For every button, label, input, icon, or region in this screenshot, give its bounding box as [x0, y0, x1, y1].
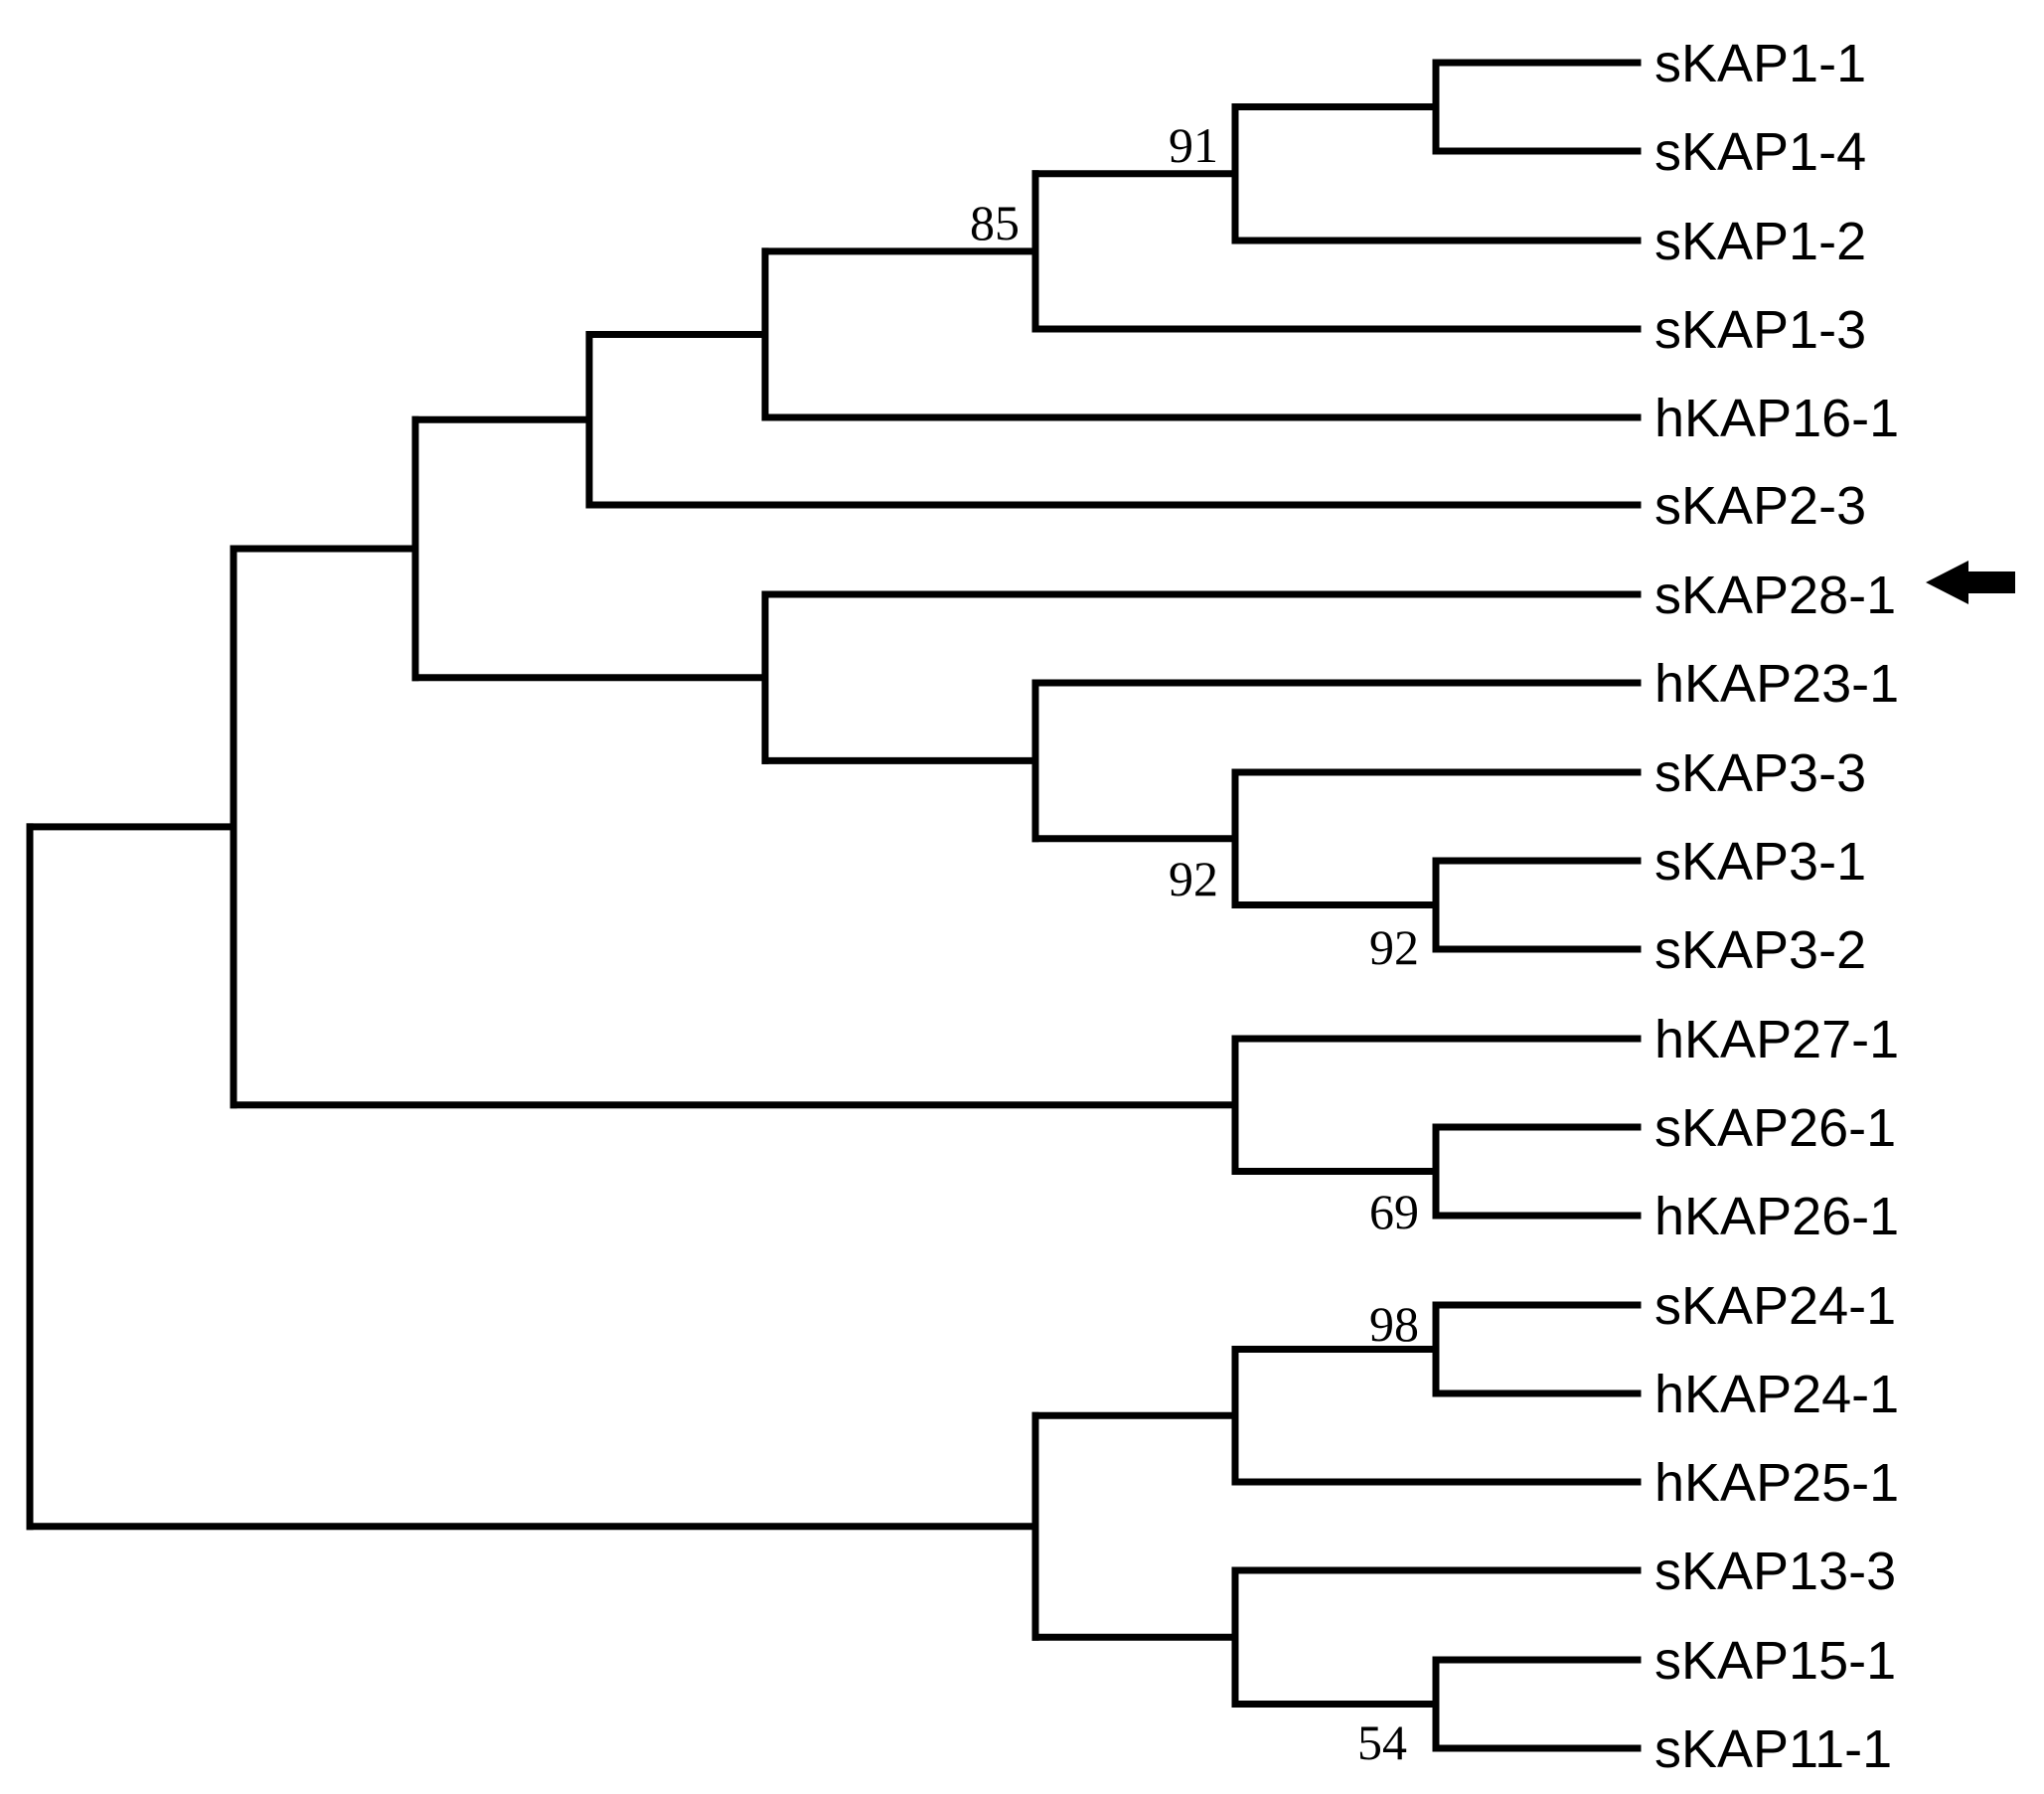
- bootstrap-value-54: 54: [1357, 1714, 1407, 1770]
- tip-label-hKAP26-1: hKAP26-1: [1654, 1187, 1899, 1246]
- tip-label-hKAP27-1: hKAP27-1: [1654, 1010, 1899, 1069]
- tip-label-sKAP28-1: sKAP28-1: [1654, 566, 1896, 625]
- left-arrow-icon: [1926, 561, 2015, 604]
- bootstrap-value-85: 85: [970, 195, 1020, 250]
- tip-label-sKAP1-4: sKAP1-4: [1654, 122, 1866, 182]
- tip-label-hKAP23-1: hKAP23-1: [1654, 654, 1899, 714]
- tip-label-sKAP15-1: sKAP15-1: [1654, 1631, 1896, 1691]
- tip-label-sKAP1-2: sKAP1-2: [1654, 212, 1866, 271]
- highlight-markers: [1926, 561, 2015, 604]
- bootstrap-value-92: 92: [1169, 851, 1218, 906]
- tip-label-sKAP3-2: sKAP3-2: [1654, 920, 1866, 980]
- tip-label-sKAP2-3: sKAP2-3: [1654, 476, 1866, 536]
- tip-label-sKAP13-3: sKAP13-3: [1654, 1542, 1896, 1601]
- tip-label-sKAP3-3: sKAP3-3: [1654, 743, 1866, 803]
- bootstrap-labels: 91 85 92 92 69 98 54: [970, 117, 1419, 1770]
- tip-labels: sKAP1-1 sKAP1-4 sKAP1-2 sKAP1-3 hKAP16-1 sKAP…: [1654, 34, 1899, 1779]
- tip-label-hKAP16-1: hKAP16-1: [1654, 389, 1899, 448]
- tip-label-sKAP11-1: sKAP11-1: [1654, 1719, 1892, 1779]
- tip-label-hKAP24-1: hKAP24-1: [1654, 1365, 1899, 1424]
- bootstrap-value-69: 69: [1369, 1184, 1419, 1239]
- bootstrap-value-98: 98: [1369, 1296, 1419, 1352]
- tip-label-sKAP26-1: sKAP26-1: [1654, 1098, 1896, 1158]
- tip-label-sKAP24-1: sKAP24-1: [1654, 1276, 1896, 1336]
- bootstrap-value-92: 92: [1369, 919, 1419, 975]
- tip-label-sKAP1-3: sKAP1-3: [1654, 300, 1866, 360]
- tip-label-sKAP3-1: sKAP3-1: [1654, 832, 1866, 892]
- bootstrap-value-91: 91: [1169, 117, 1218, 173]
- tip-label-sKAP1-1: sKAP1-1: [1654, 34, 1866, 93]
- tip-label-hKAP25-1: hKAP25-1: [1654, 1453, 1899, 1513]
- tree-branches: [26, 59, 1642, 1752]
